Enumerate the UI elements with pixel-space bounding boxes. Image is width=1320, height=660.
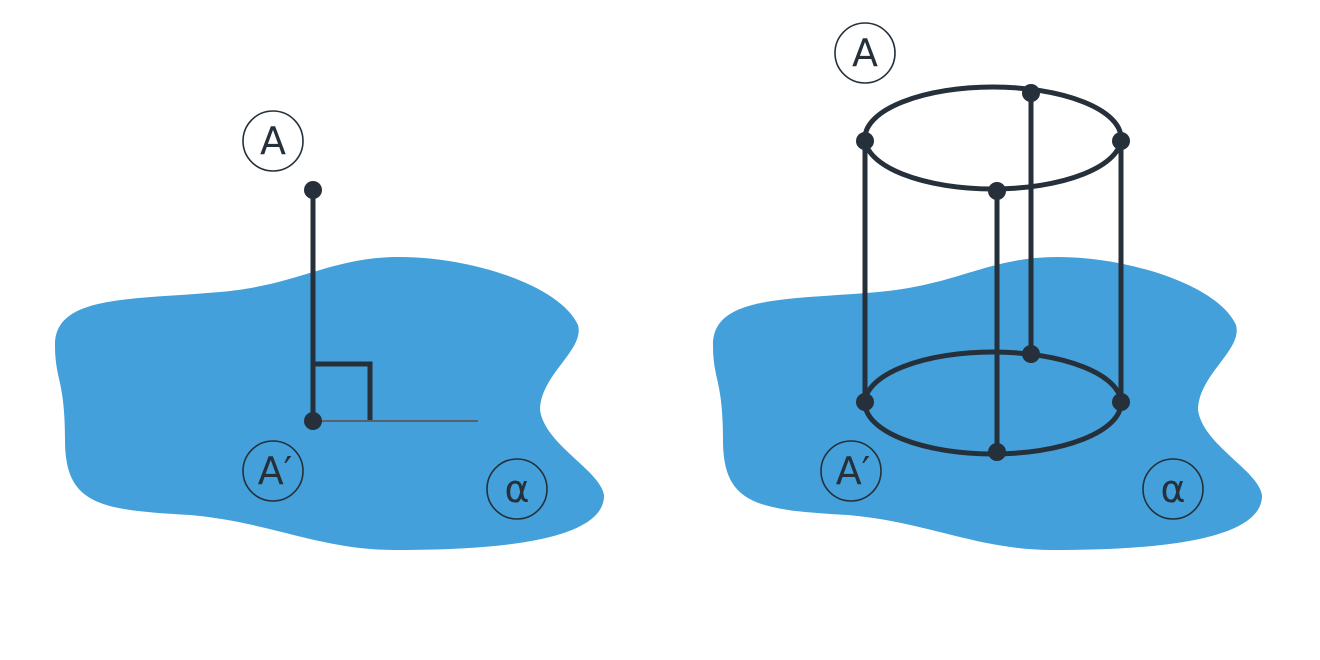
label-alpha: α	[1142, 458, 1204, 520]
bottom-right-dot	[1112, 393, 1130, 411]
label-alpha: α	[486, 458, 548, 520]
svg-text:α: α	[504, 467, 529, 511]
bottom-front-dot	[988, 443, 1006, 461]
left-figure: A A′ α	[55, 110, 605, 550]
right-figure: A A′ α	[713, 22, 1263, 550]
plane-alpha-left	[55, 257, 605, 550]
svg-text:A: A	[852, 31, 878, 75]
svg-text:A′: A′	[836, 449, 871, 493]
svg-text:α: α	[1160, 467, 1185, 511]
label-a-prime: A′	[820, 440, 882, 502]
label-a: A	[242, 110, 304, 172]
svg-text:A′: A′	[258, 449, 293, 493]
top-front-dot	[988, 182, 1006, 200]
point-a-dot	[304, 181, 322, 199]
right-angle-marker	[313, 361, 373, 421]
point-a-prime-dot	[304, 412, 322, 430]
bottom-left-dot	[856, 393, 874, 411]
top-right-dot	[1112, 132, 1130, 150]
top-left-dot	[856, 132, 874, 150]
top-back-dot	[1022, 84, 1040, 102]
label-a: A	[834, 22, 896, 84]
plane-alpha-right	[713, 257, 1263, 550]
bottom-back-dot	[1022, 345, 1040, 363]
label-a-prime: A′	[242, 440, 304, 502]
top-circle	[862, 84, 1124, 192]
svg-text:A: A	[260, 119, 286, 163]
